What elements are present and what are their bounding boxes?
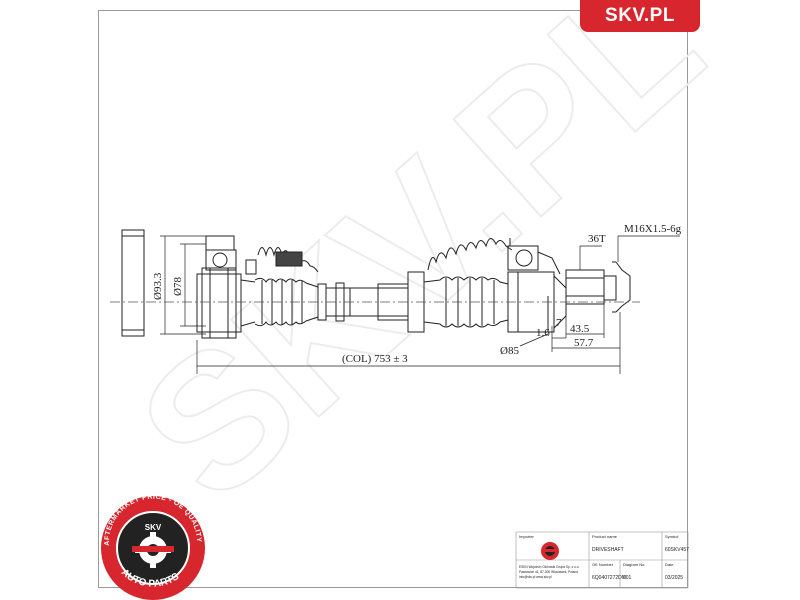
- quality-badge: AFTERMARKET PRICE - OE QUALITY AUTO PART…: [101, 494, 205, 600]
- dim-7: 7: [556, 317, 562, 329]
- tb-header-diagram: Diagram No.: [623, 562, 645, 567]
- tb-logo-icon: [541, 542, 559, 560]
- tb-importer-line-2: Pawlowice 41, 87-300 Wloclawek, Poland: [519, 570, 578, 574]
- tb-header-symbol: Symbol: [665, 534, 678, 539]
- dim-1-6: 1.6: [536, 327, 550, 339]
- tb-importer-line-3: info@skv.pl www.skv.pl: [519, 575, 552, 579]
- dim-thread: M16X1.5-6g: [624, 223, 682, 235]
- inner-boot: [423, 238, 513, 328]
- dim-57-7: 57.7: [574, 337, 594, 349]
- dim-dia-93: Ø93.3: [152, 272, 164, 300]
- dim-teeth: 36T: [588, 233, 606, 245]
- tb-product-name: DRIVESHAFT: [592, 547, 624, 553]
- spline-stub: [565, 261, 631, 313]
- tb-header-product: Product name: [592, 534, 618, 539]
- tb-importer-line-1: ESEN Wojciech Olchowik Grupa Sp. z o.o.: [519, 565, 579, 569]
- tb-header-oe: OE Number: [592, 562, 614, 567]
- tb-diagram-no: 001: [623, 575, 632, 581]
- outer-boot: [245, 247, 327, 327]
- outer-cv-joint: [196, 235, 256, 339]
- dimension-lines: [160, 235, 680, 374]
- hub-flange: [121, 229, 145, 337]
- dim-43-5: 43.5: [570, 323, 590, 335]
- badge-center-label: SKV: [145, 523, 162, 532]
- drawing-frame: [98, 10, 688, 588]
- tb-symbol: 60SKV457: [665, 547, 689, 553]
- dim-dia-85: Ø85: [500, 345, 519, 357]
- tb-header-date: Date: [665, 562, 674, 567]
- dim-dia-78: Ø78: [172, 277, 184, 296]
- tb-date: 03/2025: [665, 575, 683, 581]
- brand-tag: SKV.PL: [580, 0, 700, 32]
- dim-length: (COL) 753 ± 3: [342, 353, 408, 365]
- title-block: Importer Product name Symbol OE Number D…: [515, 531, 689, 589]
- tb-oe-number: 6Q0407272DM: [592, 575, 626, 581]
- badge-bar: [132, 546, 174, 552]
- watermark: SKV.PL: [101, 0, 740, 540]
- tb-header-importer: Importer: [519, 534, 535, 539]
